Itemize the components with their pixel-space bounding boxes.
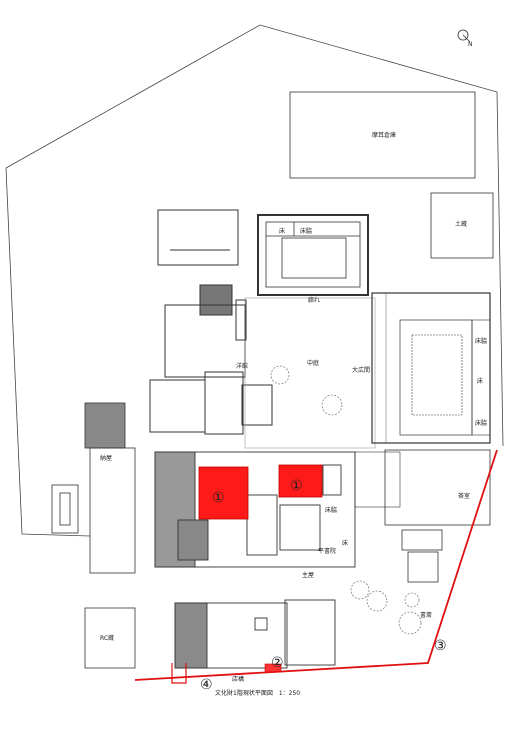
tokonoma-7-label: 床 [342, 539, 348, 547]
tearoom-label: 茶室 [458, 492, 470, 500]
courtyard-area [244, 297, 376, 449]
tokonoma-1-label: 床 [279, 227, 285, 235]
marker-4: ④ [200, 677, 213, 693]
study-label: 書斎 [420, 611, 432, 619]
courtyard-label: 中庭 [307, 359, 319, 367]
hall-building [371, 292, 491, 444]
garage-building [289, 91, 476, 179]
hiraya-label: 平書院 [318, 547, 336, 555]
garden-trees [270, 365, 422, 635]
nagaya-building [51, 402, 136, 574]
storehouse-label: 土蔵 [455, 220, 467, 228]
shop-label: 店構 [232, 675, 244, 683]
corridor-label: 廊れ [308, 296, 320, 304]
site-boundary [5, 24, 504, 447]
study-building [401, 529, 443, 583]
tatami-room-north [257, 214, 369, 296]
storehouse-building [430, 192, 494, 259]
tokonoma-2-label: 床脇 [300, 227, 312, 235]
tokonoma-4-label: 床 [477, 377, 483, 385]
inspection-route-spur [171, 663, 187, 684]
western-room-label: 洋館 [236, 362, 248, 370]
tokonoma-3-label: 床脇 [475, 337, 487, 345]
site-boundary-west [5, 167, 91, 537]
tokonoma-5-label: 床脇 [475, 419, 487, 427]
inspection-route [134, 449, 498, 681]
marker-1a: ① [212, 490, 225, 506]
highlight-room-1a [198, 466, 249, 520]
north-label: N [468, 41, 473, 48]
shop-building [174, 599, 336, 669]
highlight-room-1b [278, 464, 323, 498]
garage-label: 摩耳倉庫 [372, 131, 396, 139]
hall-label: 大広間 [352, 366, 370, 374]
tearoom-building [384, 449, 491, 526]
nagaya-label: 納屋 [100, 454, 112, 462]
marker-2: ② [271, 655, 284, 671]
marker-1b: ① [290, 478, 303, 494]
scale-caption: 文化財1階現状平面図 1：250 [215, 689, 300, 697]
western-house [149, 209, 273, 435]
main-house-label: 主屋 [302, 571, 314, 579]
north-arrow-icon: N [457, 29, 473, 48]
tokonoma-6-label: 床脇 [325, 506, 337, 514]
rc-storehouse-label: RC蔵 [100, 634, 114, 642]
marker-3: ③ [434, 638, 447, 654]
rc-storehouse-building [84, 607, 136, 669]
main-house-building [154, 451, 401, 568]
